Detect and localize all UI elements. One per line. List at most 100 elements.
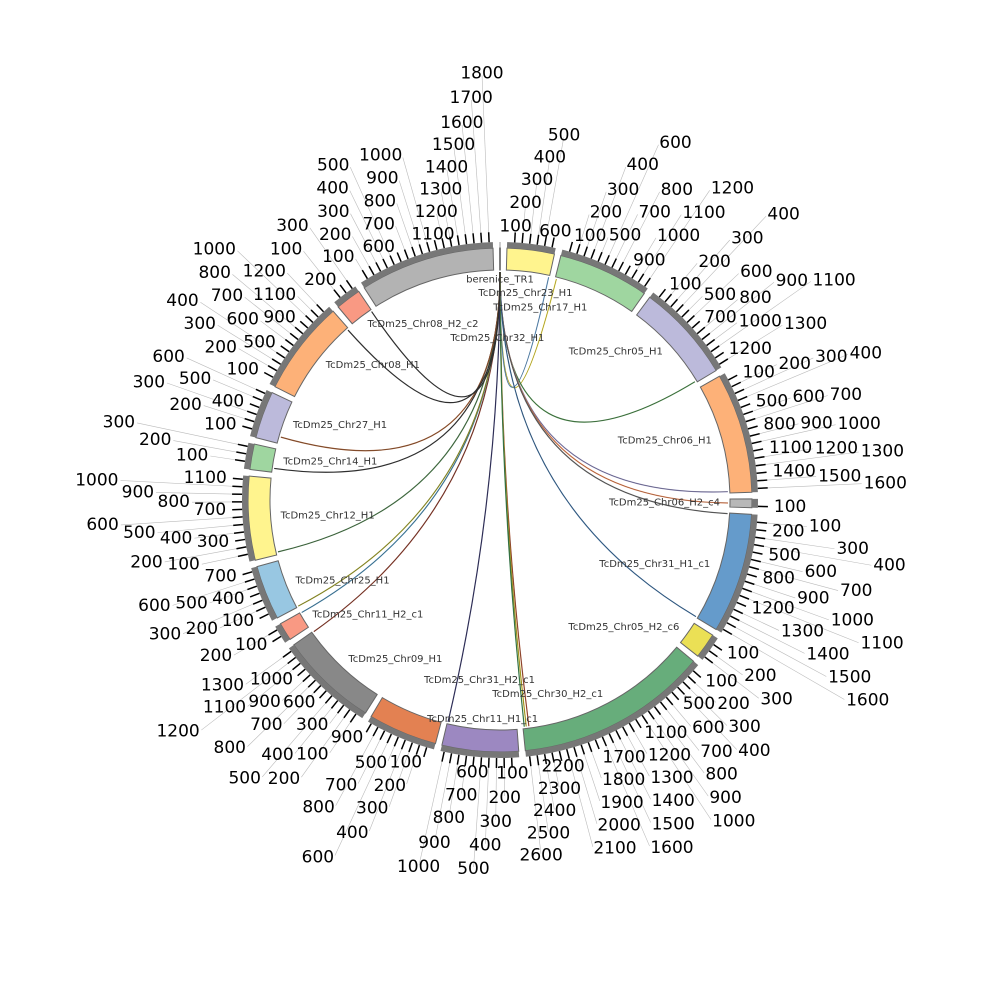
- tick-mark: [731, 381, 742, 388]
- tick-leader-line: [569, 758, 594, 847]
- link-outline: [499, 271, 697, 617]
- segments-layer: [232, 232, 768, 768]
- tick-label: 300: [815, 347, 847, 367]
- tick-mark: [637, 273, 645, 283]
- tick-leader-line: [704, 299, 738, 328]
- tick-label: 500: [123, 523, 155, 543]
- tick-label: 800: [214, 738, 246, 758]
- tick-label: 300: [184, 314, 216, 334]
- tick-label: 500: [228, 768, 260, 788]
- tick-leader-line: [759, 423, 799, 434]
- tick-label: 200: [744, 666, 776, 686]
- tick-label: 1700: [602, 747, 645, 767]
- tick-label: 2200: [541, 757, 584, 777]
- tick-mark: [573, 746, 578, 757]
- tick-mark: [233, 523, 244, 527]
- chromosome-label: TcDm25_Chr08_H2_c2: [366, 319, 478, 330]
- tick-leader-line: [232, 274, 296, 328]
- segment-scale-band: [269, 306, 334, 387]
- tick-mark: [710, 345, 720, 353]
- tick-label: 800: [198, 263, 230, 283]
- chromosome-segment: [522, 646, 702, 767]
- tick-leader-line: [173, 440, 237, 453]
- tick-leader-line: [522, 205, 526, 234]
- tick-mark: [692, 670, 702, 679]
- tick-label: 400: [469, 836, 501, 856]
- tick-leader-line: [763, 546, 872, 566]
- tick-mark: [622, 726, 629, 737]
- tick-mark: [464, 234, 468, 245]
- tick-mark: [742, 587, 753, 593]
- tick-label: 1300: [781, 621, 824, 641]
- tick-label: 400: [316, 179, 348, 199]
- tick-label: 100: [204, 414, 236, 434]
- tick-label: 1000: [397, 857, 440, 877]
- tick-label: 1100: [253, 285, 296, 305]
- tick-mark: [706, 338, 716, 347]
- tick-label: 700: [325, 775, 357, 795]
- segment-block: [337, 290, 372, 325]
- tick-label: 600: [792, 387, 824, 407]
- tick-mark: [480, 232, 483, 243]
- tick-mark: [433, 239, 438, 251]
- segment-scale-band: [242, 475, 256, 562]
- segment-block: [499, 247, 501, 271]
- tick-label: 1100: [411, 224, 454, 244]
- tick-mark: [234, 459, 246, 463]
- tick-leader-line: [349, 190, 384, 260]
- tick-label: 100: [743, 362, 775, 382]
- tick-mark: [418, 244, 424, 255]
- tick-mark: [718, 358, 729, 365]
- tick-mark: [587, 742, 593, 753]
- tick-mark: [299, 320, 309, 329]
- tick-label: 300: [296, 715, 328, 735]
- chromosome-label: TcDm25_Chr17_H1: [492, 302, 587, 313]
- tick-mark: [704, 656, 714, 664]
- chromosome-segment: [699, 373, 768, 494]
- tick-leader-line: [244, 296, 291, 334]
- tick-label: 1200: [648, 745, 691, 765]
- tick-label: 700: [204, 566, 236, 586]
- tick-label: 300: [731, 229, 763, 249]
- tick-label: 600: [659, 133, 691, 153]
- tick-label: 1000: [739, 312, 782, 332]
- tick-mark: [297, 668, 306, 677]
- tick-mark: [294, 326, 304, 335]
- tick-label: 100: [167, 555, 199, 575]
- tick-label: 500: [243, 332, 275, 352]
- tick-leader-line: [576, 756, 598, 824]
- tick-leader-line: [538, 765, 549, 832]
- tick-label: 200: [304, 270, 336, 290]
- tick-mark: [386, 733, 393, 744]
- tick-label: 600: [302, 847, 334, 867]
- tick-label: 900: [263, 307, 295, 327]
- tick-mark: [255, 388, 266, 395]
- tick-mark: [551, 752, 555, 763]
- tick-leader-line: [677, 239, 731, 300]
- tick-mark: [242, 425, 253, 430]
- tick-label: 500: [609, 226, 641, 246]
- tick-leader-line: [461, 765, 466, 794]
- segment-block: [279, 612, 310, 641]
- tick-mark: [456, 754, 460, 765]
- tick-label: 600: [226, 310, 258, 330]
- tick-leader-line: [666, 709, 700, 751]
- chromosome-label: TcDm25_Chr06_H2_c4: [608, 497, 720, 508]
- tick-leader-line: [739, 620, 805, 654]
- tick-leader-line: [210, 455, 236, 461]
- tick-leader-line: [579, 214, 590, 245]
- tick-mark: [701, 332, 711, 341]
- tick-label: 300: [103, 413, 135, 433]
- tick-leader-line: [388, 751, 410, 807]
- tick-leader-line: [186, 357, 257, 390]
- tick-leader-line: [765, 451, 859, 465]
- tick-mark: [580, 744, 586, 755]
- tick-label: 2500: [527, 823, 570, 843]
- tick-mark: [372, 726, 379, 737]
- tick-label: 600: [740, 262, 772, 282]
- segment-block: [729, 498, 753, 509]
- tick-mark: [313, 685, 322, 694]
- segment-block: [249, 443, 277, 473]
- tick-label: 900: [800, 413, 832, 433]
